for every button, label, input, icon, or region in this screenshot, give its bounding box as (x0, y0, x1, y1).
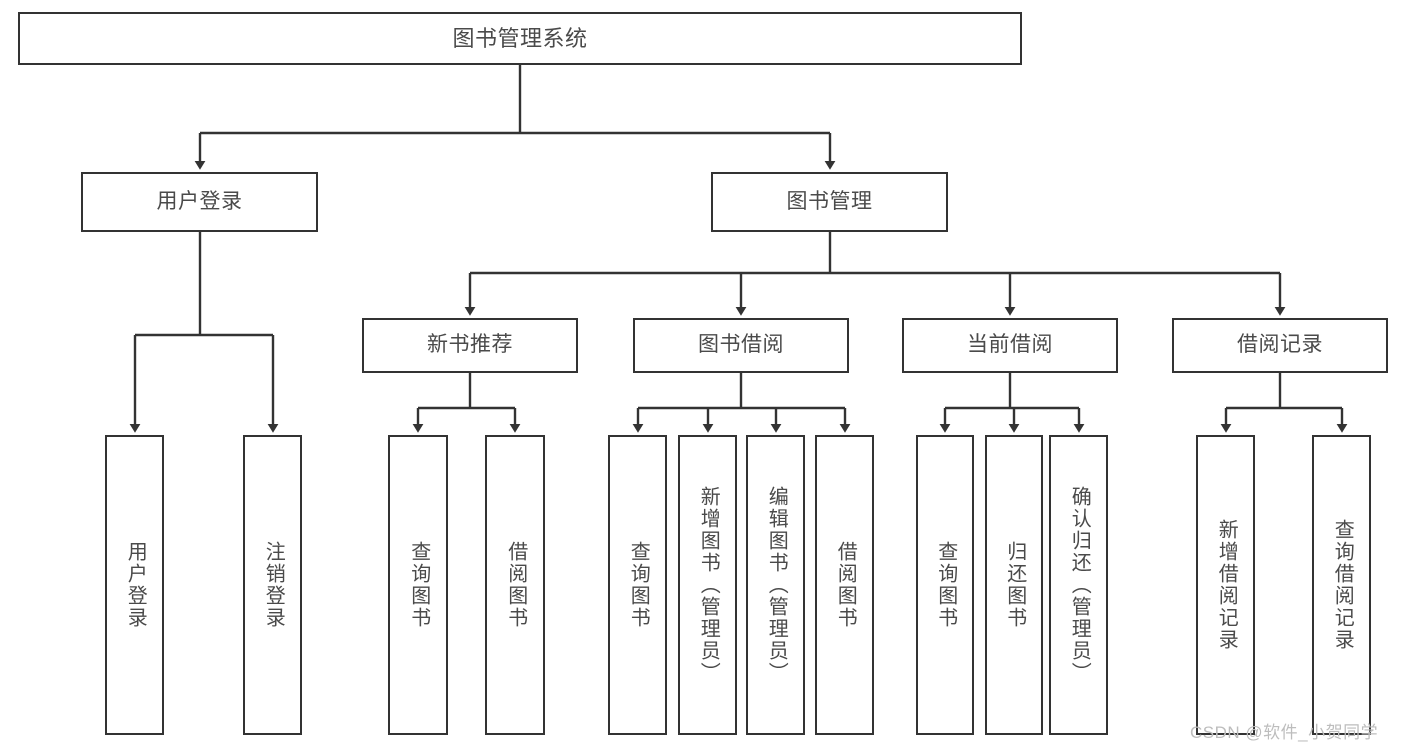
node-label-leaf-confirm: 确认归还（管理员） (1068, 486, 1091, 684)
node-leaf-add-book[interactable]: 新增图书（管理员） (678, 435, 737, 735)
node-label-book-manage: 图书管理 (786, 189, 873, 213)
node-label-leaf-add-book: 新增图书（管理员） (697, 486, 720, 684)
node-borrow-record[interactable]: 借阅记录 (1172, 318, 1388, 373)
node-leaf-confirm[interactable]: 确认归还（管理员） (1049, 435, 1108, 735)
node-leaf-query-2[interactable]: 查询图书 (608, 435, 667, 735)
node-current-borrow[interactable]: 当前借阅 (902, 318, 1118, 373)
node-user-login[interactable]: 用户登录 (81, 172, 318, 232)
node-label-current-borrow: 当前借阅 (967, 333, 1053, 357)
node-label-leaf-query-3: 查询图书 (934, 541, 957, 629)
node-label-leaf-edit-book: 编辑图书（管理员） (765, 486, 788, 684)
node-label-leaf-logout: 注销登录 (262, 541, 285, 629)
node-label-book-borrow: 图书借阅 (698, 333, 784, 357)
csdn-watermark: CSDN @软件_小贺同学 (1190, 723, 1379, 742)
node-label-leaf-query-1: 查询图书 (407, 541, 430, 629)
node-book-manage[interactable]: 图书管理 (711, 172, 948, 232)
node-label-leaf-query-rec: 查询借阅记录 (1331, 519, 1354, 651)
node-leaf-borrow-1[interactable]: 借阅图书 (485, 435, 545, 735)
node-root[interactable]: 图书管理系统 (18, 12, 1022, 65)
node-leaf-add-rec[interactable]: 新增借阅记录 (1196, 435, 1255, 735)
node-leaf-borrow-2[interactable]: 借阅图书 (815, 435, 874, 735)
node-book-borrow[interactable]: 图书借阅 (633, 318, 849, 373)
node-label-user-login: 用户登录 (156, 189, 243, 213)
node-label-borrow-record: 借阅记录 (1237, 333, 1323, 357)
node-new-book-rec[interactable]: 新书推荐 (362, 318, 578, 373)
node-label-leaf-add-rec: 新增借阅记录 (1215, 519, 1238, 651)
node-leaf-query-3[interactable]: 查询图书 (916, 435, 974, 735)
node-label-leaf-borrow-1: 借阅图书 (504, 541, 527, 629)
node-label-leaf-user-login: 用户登录 (124, 541, 147, 629)
node-leaf-edit-book[interactable]: 编辑图书（管理员） (746, 435, 805, 735)
node-label-leaf-borrow-2: 借阅图书 (834, 541, 857, 629)
node-leaf-query-1[interactable]: 查询图书 (388, 435, 448, 735)
node-leaf-logout[interactable]: 注销登录 (243, 435, 302, 735)
node-label-leaf-return: 归还图书 (1003, 541, 1026, 629)
node-label-leaf-query-2: 查询图书 (627, 541, 650, 629)
node-label-root: 图书管理系统 (452, 25, 588, 51)
node-leaf-query-rec[interactable]: 查询借阅记录 (1312, 435, 1371, 735)
node-leaf-user-login[interactable]: 用户登录 (105, 435, 164, 735)
node-leaf-return[interactable]: 归还图书 (985, 435, 1043, 735)
node-label-new-book-rec: 新书推荐 (427, 333, 513, 357)
